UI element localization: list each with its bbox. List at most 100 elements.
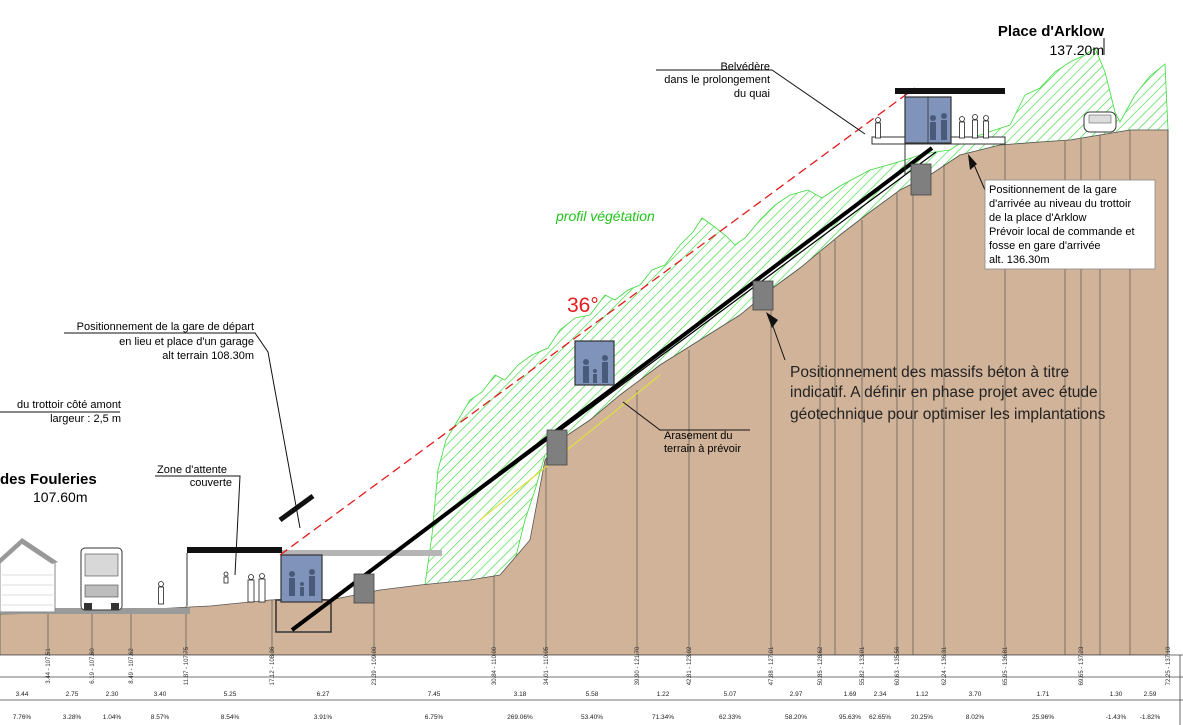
distance-value-1: 2.75 — [66, 691, 79, 698]
slope-value-11: 58.20% — [785, 714, 807, 721]
funicular-track-rail — [297, 151, 937, 626]
distance-value-11: 2.97 — [790, 691, 803, 698]
station-value-8: 39.90 - 121.70 — [635, 646, 641, 685]
slope-value-3: 8.57% — [151, 714, 170, 721]
station-value-13: 60.63 - 135.56 — [895, 646, 901, 685]
house-icon — [0, 538, 58, 613]
concrete-massifs — [353, 163, 932, 604]
station-value-5: 23.39 - 109.00 — [372, 646, 378, 685]
slope-value-16: 25.96% — [1032, 714, 1054, 721]
profile-row-distances: 3.44 2.75 2.30 3.40 5.25 6.27 7.45 3.18 5.58 1.22… — [16, 691, 1157, 698]
bus-icon — [80, 547, 123, 611]
slope-value-4: 8.54% — [221, 714, 240, 721]
profile-row-slopes: 7.76%3.28%1.04%8.57%8.54%3.91%6.75%269.0… — [13, 714, 1161, 721]
person-icon — [158, 581, 164, 605]
sidewalk-note-1: du trottoir côté amont — [17, 399, 121, 411]
slope-value-6: 6.75% — [425, 714, 444, 721]
arrival-note-1: Positionnement de la gare — [989, 184, 1117, 196]
departure-note-1: Positionnement de la gare de départ — [77, 321, 254, 333]
departure-cabin — [280, 554, 323, 603]
station-value-15: 65.95 - 136.81 — [1003, 646, 1009, 685]
distance-value-9: 1.22 — [657, 691, 670, 698]
slope-value-13: 62.65% — [869, 714, 891, 721]
station-value-6: 30.84 - 110.00 — [492, 646, 498, 685]
belvedere-label-1: Belvédère — [720, 61, 770, 73]
arrival-note-6: alt. 136.30m — [989, 254, 1050, 266]
slope-value-14: 20.25% — [911, 714, 933, 721]
middle-cabin — [574, 340, 615, 386]
road — [0, 608, 190, 614]
bottom-station-name: des Fouleries — [0, 471, 97, 488]
slope-value-18: -1.82% — [1140, 714, 1161, 721]
bottom-station-altitude: 107.60m — [33, 489, 87, 505]
slope-value-0: 7.76% — [13, 714, 32, 721]
leader-lines — [0, 38, 1105, 576]
profile-row-stations: 3.44 - 107.51 6.19 - 107.60 8.49 - 107.62 1… — [46, 646, 1172, 685]
profile-table: 3.44 - 107.51 6.19 - 107.60 8.49 - 107.62 1… — [0, 646, 1183, 725]
slope-value-1: 3.28% — [63, 714, 82, 721]
departure-note-2: en lieu et place d'un garage — [119, 336, 254, 348]
waiting-zone-1: Zone d'attente — [157, 464, 227, 476]
station-value-0: 3.44 - 107.51 — [46, 648, 52, 684]
arrival-note-5: fosse en gare d'arrivée — [989, 240, 1101, 252]
arrow-head — [968, 154, 977, 170]
station-value-4: 17.12 - 108.36 — [270, 646, 276, 685]
distance-value-5: 6.27 — [317, 691, 330, 698]
departure-station — [186, 493, 442, 633]
station-value-16: 69.65 - 137.23 — [1079, 646, 1085, 685]
car-icon — [1083, 111, 1117, 133]
distance-value-13: 2.34 — [874, 691, 887, 698]
departure-note-3: alt terrain 108.30m — [162, 350, 254, 362]
slope-reference-line — [279, 87, 916, 556]
massifs-note-3: géotechnique pour optimiser les implanta… — [790, 406, 1106, 423]
station-value-3: 11.87 - 107.75 — [184, 646, 190, 685]
slope-value-10: 62.33% — [719, 714, 741, 721]
waiting-zone-2: couverte — [190, 477, 232, 489]
station-value-7: 34.01 - 110.05 — [544, 646, 550, 685]
distance-value-15: 3.70 — [969, 691, 982, 698]
distance-value-7: 3.18 — [514, 691, 527, 698]
station-value-9: 42.81 - 123.02 — [687, 646, 693, 685]
top-station-altitude: 137.20m — [1050, 42, 1104, 58]
slope-value-7: 269.06% — [507, 714, 533, 721]
leveling-note-1: Arasement du — [664, 430, 732, 442]
leveling-note-2: terrain à prévoir — [664, 443, 741, 455]
station-value-1: 6.19 - 107.60 — [90, 648, 96, 684]
station-value-2: 8.49 - 107.62 — [129, 648, 135, 684]
slope-value-12: 95.63% — [839, 714, 861, 721]
distance-value-18: 2.59 — [1144, 691, 1157, 698]
top-station-name: Place d'Arklow — [998, 23, 1104, 40]
station-value-14: 62.24 - 136.31 — [942, 646, 948, 685]
arrival-annotation-box — [984, 179, 1156, 270]
slope-value-9: 71.34% — [652, 714, 674, 721]
station-value-12: 55.82 - 133.01 — [860, 646, 866, 685]
angle-label: 36° — [567, 294, 599, 317]
massifs-note-2: indicatif. A définir en phase projet ave… — [790, 384, 1098, 401]
arrival-note-4: Prévoir local de commande et — [989, 226, 1135, 238]
slope-value-8: 53.40% — [581, 714, 603, 721]
massifs-note-1: Positionnement des massifs béton à titre — [790, 364, 1069, 381]
distance-value-3: 3.40 — [154, 691, 167, 698]
belvedere-label-3: du quai — [734, 88, 770, 100]
station-value-11: 50.85 - 128.62 — [818, 646, 824, 685]
slope-value-17: -1.43% — [1106, 714, 1127, 721]
arrival-note-2: d'arrivée au niveau du trottoir — [989, 198, 1131, 210]
arrival-cabin — [904, 96, 952, 144]
distance-value-0: 3.44 — [16, 691, 29, 698]
arrow-head — [766, 312, 778, 328]
station-value-17: 72.25 - 137.10 — [1166, 646, 1172, 685]
vegetation-label: profil végétation — [555, 208, 655, 224]
distance-value-10: 5.07 — [724, 691, 737, 698]
distance-value-14: 1.12 — [916, 691, 929, 698]
distance-value-2: 2.30 — [106, 691, 119, 698]
distance-value-12: 1.69 — [844, 691, 857, 698]
distance-value-4: 5.25 — [224, 691, 237, 698]
distance-value-6: 7.45 — [428, 691, 441, 698]
distance-value-17: 1.30 — [1110, 691, 1123, 698]
slope-value-15: 8.02% — [966, 714, 985, 721]
arrival-note-3: de la place d'Arklow — [989, 212, 1087, 224]
sidewalk-note-2: largeur : 2,5 m — [50, 413, 121, 425]
distance-value-16: 1.71 — [1037, 691, 1050, 698]
distance-value-8: 5.58 — [586, 691, 599, 698]
